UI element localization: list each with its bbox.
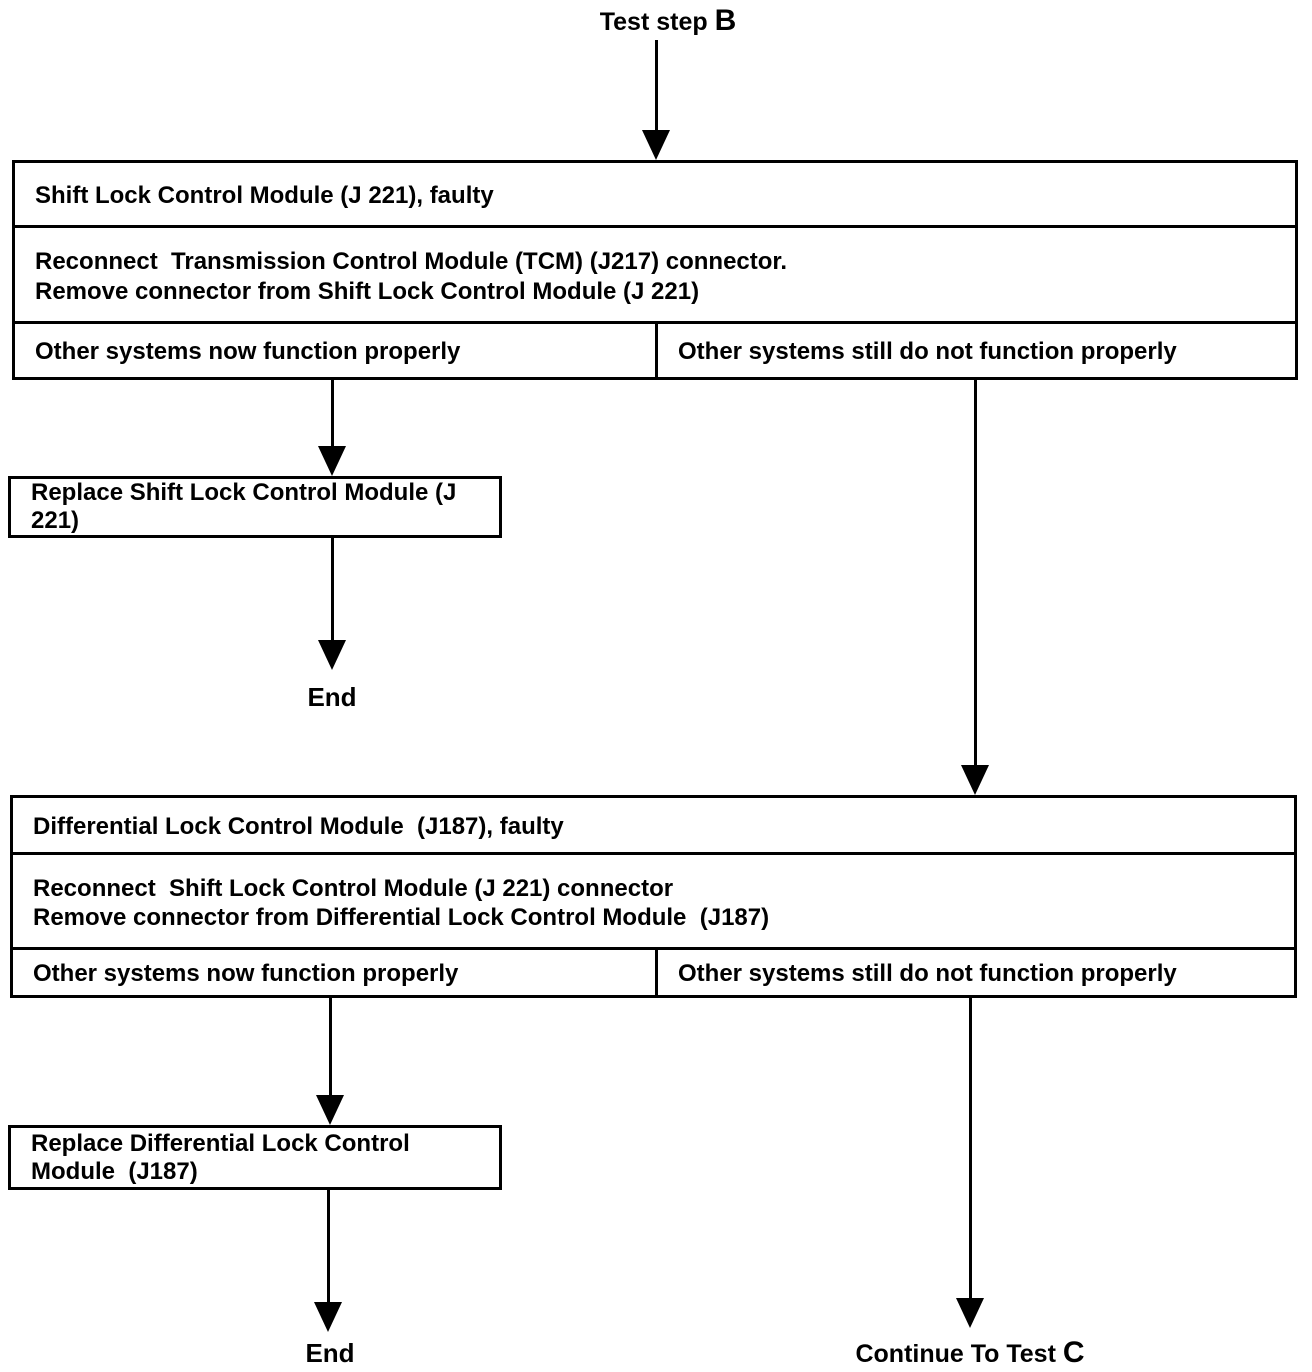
block2-title-row: Differential Lock Control Module (J187),… <box>13 798 1294 855</box>
block1-instruction-line1: Reconnect Transmission Control Module (T… <box>35 248 788 276</box>
block2-table: Differential Lock Control Module (J187),… <box>10 795 1297 998</box>
block1-outcome-right-text: Other systems still do not function prop… <box>678 337 1177 365</box>
arrow-head-icon <box>956 1298 984 1328</box>
arrow-block1-left-to-action <box>318 380 346 476</box>
block2-action-text: Replace Differential Lock Control Module… <box>31 1129 417 1185</box>
block1-table: Shift Lock Control Module (J 221), fault… <box>12 160 1298 380</box>
start-step-letter: B <box>714 4 737 37</box>
block1-instruction-line2: Remove connector from Shift Lock Control… <box>35 277 700 305</box>
block2-outcome-left-cell: Other systems now function properly <box>13 950 658 995</box>
block2-outcome-right-text: Other systems still do not function prop… <box>678 959 1177 987</box>
arrow-shaft <box>654 40 658 130</box>
continue-label: Continue To Test C <box>855 1336 1084 1370</box>
arrow-start-to-block1 <box>642 40 670 160</box>
block1-outcome-right-cell: Other systems still do not function prop… <box>658 324 1295 377</box>
arrow-head-icon <box>961 765 989 795</box>
block2-outcome-left-text: Other systems now function properly <box>33 959 459 987</box>
arrow-shaft <box>968 998 972 1298</box>
block2-instruction-row: Reconnect Shift Lock Control Module (J 2… <box>13 855 1294 950</box>
block1-action-text: Replace Shift Lock Control Module (J 221… <box>31 479 464 534</box>
block2-instruction-line1: Reconnect Shift Lock Control Module (J 2… <box>33 874 674 902</box>
arrow-shaft <box>328 998 332 1095</box>
continue-step-letter: C <box>1062 1336 1085 1369</box>
block2-outcome-row: Other systems now function properly Othe… <box>13 950 1294 995</box>
arrow-shaft <box>330 380 334 446</box>
start-label: Test step B <box>600 4 737 38</box>
block2-end-label: End <box>305 1338 355 1368</box>
block1-outcome-row: Other systems now function properly Othe… <box>15 324 1295 377</box>
arrow-head-icon <box>318 640 346 670</box>
arrow-block2-left-to-action <box>316 998 344 1125</box>
block2-title: Differential Lock Control Module (J187),… <box>33 813 564 841</box>
arrow-block1-right-to-block2 <box>961 380 989 795</box>
arrow-head-icon <box>318 446 346 476</box>
block1-end-label: End <box>307 682 357 712</box>
block1-action-box: Replace Shift Lock Control Module (J 221… <box>8 476 502 538</box>
arrow-shaft <box>973 380 977 765</box>
block2-instruction-line2: Remove connector from Differential Lock … <box>33 904 770 931</box>
arrow-shaft <box>330 538 334 640</box>
block1-title: Shift Lock Control Module (J 221), fault… <box>35 182 494 210</box>
arrow-head-icon <box>642 130 670 160</box>
block1-instruction-row: Reconnect Transmission Control Module (T… <box>15 228 1295 324</box>
block1-title-row: Shift Lock Control Module (J 221), fault… <box>15 163 1295 228</box>
block2-outcome-right-cell: Other systems still do not function prop… <box>658 950 1294 995</box>
block2-action-box: Replace Differential Lock Control Module… <box>8 1125 502 1190</box>
arrow-shaft <box>326 1190 330 1302</box>
arrow-head-icon <box>314 1302 342 1332</box>
arrow-action1-to-end <box>318 538 346 670</box>
continue-label-text: Continue To Test <box>855 1340 1063 1368</box>
block1-outcome-left-text: Other systems now function properly <box>35 337 461 365</box>
arrow-head-icon <box>316 1095 344 1125</box>
start-label-text: Test step <box>599 8 715 36</box>
arrow-action2-to-end <box>314 1190 342 1332</box>
arrow-block2-right-to-continue <box>956 998 984 1328</box>
block1-outcome-left-cell: Other systems now function properly <box>15 324 658 377</box>
